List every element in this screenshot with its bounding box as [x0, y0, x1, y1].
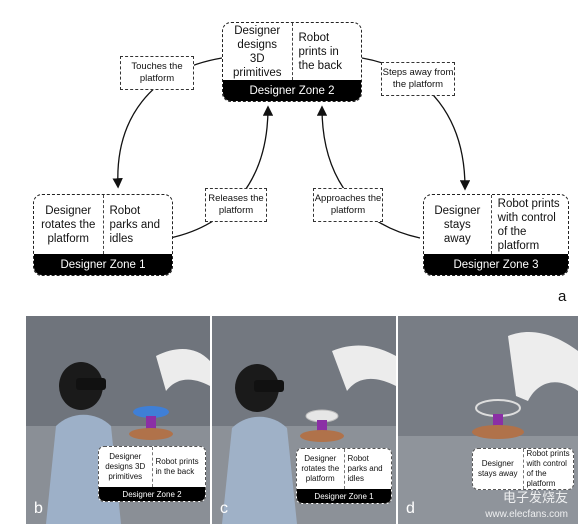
photo-b-illustration	[26, 316, 210, 524]
zone2-designer-action: Designer designs 3D primitives	[223, 23, 293, 80]
zone3-robot-action: Robot prints with control of the platfor…	[497, 197, 560, 252]
transition-steps-away: Steps away from the platform	[381, 62, 455, 96]
zone1-footer: Designer Zone 1	[34, 254, 172, 275]
photo-panel-c: Designer rotates the platform Robot park…	[212, 316, 396, 524]
photo-c-footer: Designer Zone 1	[297, 489, 391, 503]
watermark-text: 电子发烧友	[502, 490, 568, 505]
panel-label-d: d	[406, 500, 415, 517]
panel-label-c: c	[220, 500, 228, 517]
zone2-footer: Designer Zone 2	[223, 80, 361, 101]
photo-c-designer-action: Designer rotates the platform	[297, 449, 345, 489]
transition-touches-platform: Touches the platform	[120, 56, 194, 90]
photo-b-designer-action: Designer designs 3D primitives	[99, 447, 153, 487]
photo-c-robot-action: Robot parks and idles	[347, 454, 383, 483]
zone3-footer: Designer Zone 3	[424, 254, 568, 275]
arrow-z2-to-z1	[112, 57, 223, 189]
zone1-robot-action: Robot parks and idles	[109, 204, 161, 245]
transition-approaches-platform: Approaches the platform	[313, 188, 383, 222]
photo-d-robot-action: Robot prints with control of the platfor…	[526, 449, 570, 488]
photo-panel-d: Designer stays away Robot prints with co…	[398, 316, 578, 524]
photo-b-robot-action: Robot prints in the back	[155, 457, 199, 476]
watermark-url: www.elecfans.com	[485, 509, 568, 520]
zone2-robot-action: Robot prints in the back	[298, 31, 342, 72]
panel-label-a: a	[558, 288, 567, 305]
photo-d-designer-action: Designer stays away	[473, 449, 524, 489]
zone1-designer-action: Designer rotates the platform	[34, 195, 104, 254]
photo-b-footer: Designer Zone 2	[99, 487, 205, 501]
zone3-designer-action: Designer stays away	[424, 195, 492, 254]
transition-releases-platform: Releases the platform	[205, 188, 267, 222]
photo-c-zone-card: Designer rotates the platform Robot park…	[296, 448, 392, 504]
photo-d-zone-card: Designer stays away Robot prints with co…	[472, 448, 574, 490]
designer-zone-2-box: Designer designs 3D primitives Robot pri…	[222, 22, 362, 102]
photo-b-zone-card: Designer designs 3D primitives Robot pri…	[98, 446, 206, 502]
photo-panel-b: Designer designs 3D primitives Robot pri…	[26, 316, 210, 524]
designer-zone-3-box: Designer stays away Robot prints with co…	[423, 194, 569, 276]
panel-label-b: b	[34, 500, 43, 517]
designer-zone-1-box: Designer rotates the platform Robot park…	[33, 194, 173, 276]
